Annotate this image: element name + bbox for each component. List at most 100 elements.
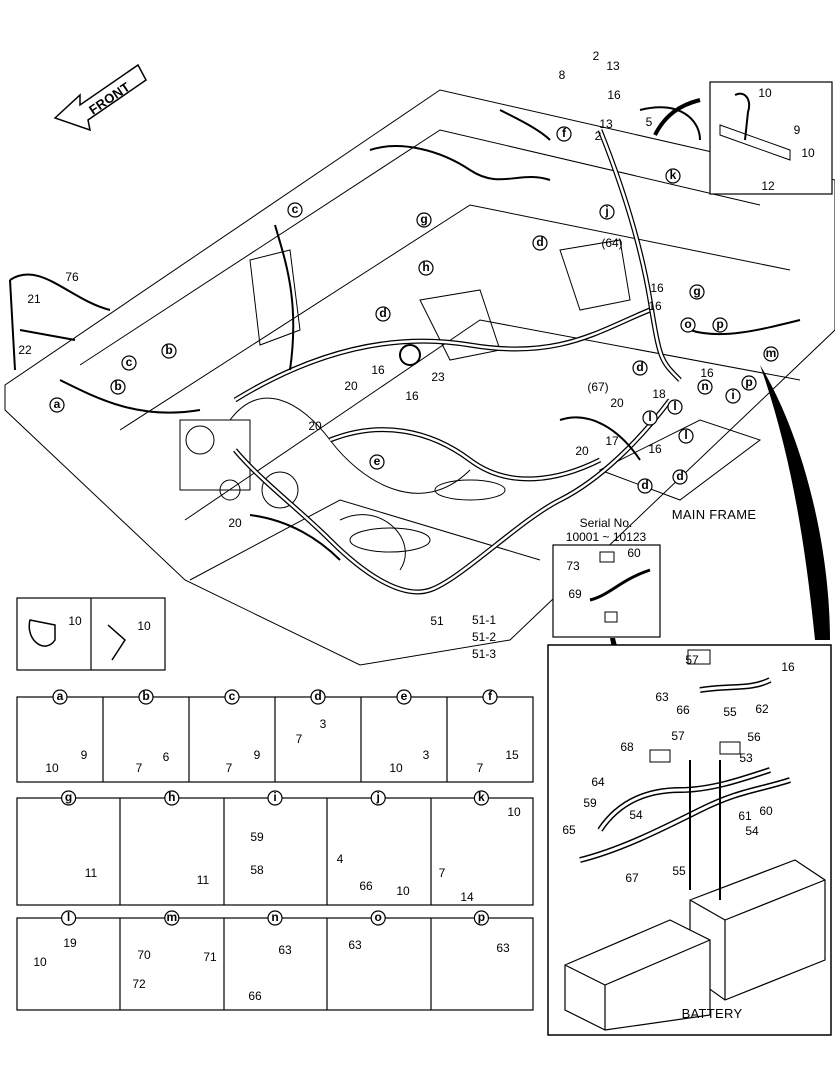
- grid-part-number: 15: [505, 748, 519, 762]
- callout-letter-circle: [667, 399, 683, 415]
- grid-cell-letter: c: [229, 689, 236, 703]
- callout-letter-circle: [665, 168, 681, 184]
- battery-label: BATTERY: [682, 1006, 743, 1021]
- callout-letter: m: [766, 346, 777, 360]
- grid-cell-letter-circle: [267, 790, 283, 806]
- callout-letter-circle: [532, 235, 548, 251]
- grid-part-number: 63: [496, 941, 510, 955]
- inset-serial: Serial No. 10001 ~ 10123: [552, 516, 661, 638]
- callout-letter-circle: [763, 346, 779, 362]
- callout-letter: d: [536, 235, 543, 249]
- battery-callout: 56: [747, 730, 761, 744]
- callout-number: 16: [405, 389, 419, 403]
- serial-callout: 60: [627, 546, 641, 560]
- callout-letter: l: [673, 399, 676, 413]
- callout-letter-circle: [369, 454, 385, 470]
- callout-letter: b: [165, 343, 172, 357]
- callout-letter-circle: [712, 317, 728, 333]
- callout-number: 21: [27, 292, 41, 306]
- grid-cell-letter-circle: [482, 689, 498, 705]
- battery-callout: 66: [676, 703, 690, 717]
- callout-letter: c: [126, 355, 133, 369]
- battery-callout: 57: [685, 653, 699, 667]
- callout-number: 17: [605, 434, 619, 448]
- grid-part-number: 72: [132, 977, 146, 991]
- battery-callout: 54: [629, 808, 643, 822]
- grid-cell-letter: l: [67, 910, 70, 924]
- grid-cell-letter-circle: [164, 790, 180, 806]
- grid-part-number: 10: [389, 761, 403, 775]
- callout-letter: k: [670, 168, 677, 182]
- detail-clamps-box: [16, 597, 166, 671]
- callout-number: 20: [344, 379, 358, 393]
- callout-letter: d: [676, 469, 683, 483]
- callout-number: 16: [607, 88, 621, 102]
- battery-callout: 67: [625, 871, 639, 885]
- serial-callout: 73: [566, 559, 580, 573]
- grid-part-number: 70: [137, 948, 151, 962]
- callout-letter: d: [636, 360, 643, 374]
- battery-callout: 55: [672, 864, 686, 878]
- callout-number: 13: [599, 117, 613, 131]
- grid-cell-letter-circle: [473, 910, 489, 926]
- grid-part-number: 10: [33, 955, 47, 969]
- callout-number: 2: [593, 49, 600, 63]
- callout-number: (64): [601, 236, 622, 250]
- grid-part-number: 63: [348, 938, 362, 952]
- grid-part-number: 11: [197, 873, 210, 887]
- grid-part-number: 3: [320, 717, 327, 731]
- battery-callout: 59: [583, 796, 597, 810]
- grid-cell-letter-circle: [164, 910, 180, 926]
- grid-cell-letter: b: [142, 689, 149, 703]
- grid-part-number: 59: [250, 830, 264, 844]
- callout-letter: j: [604, 204, 608, 218]
- callout-letter: g: [693, 284, 700, 298]
- callout-number: 22: [18, 343, 32, 357]
- inset-callout: 9: [794, 123, 801, 137]
- callout-letter-circle: [632, 360, 648, 376]
- battery-callout: 64: [591, 775, 605, 789]
- inset-battery: BATTERY: [547, 644, 832, 1036]
- grid-cell-letter: k: [478, 790, 485, 804]
- callout-letter: l: [684, 428, 687, 442]
- grid-part-number: 11: [85, 866, 98, 880]
- callout-number: 20: [610, 396, 624, 410]
- grid-part-number: 10: [45, 761, 59, 775]
- grid-cell-letter-circle: [370, 910, 386, 926]
- grid-part-number: 7: [296, 732, 303, 746]
- callout-number: 20: [575, 444, 589, 458]
- serial-range: 10001 ~ 10123: [566, 530, 647, 544]
- battery-callout: 68: [620, 740, 634, 754]
- grid-cell-letter: j: [376, 790, 380, 804]
- detail-callout: 10: [68, 614, 82, 628]
- grid-cell-letter-circle: [60, 790, 77, 806]
- callout-letter-circle: [637, 478, 653, 494]
- battery-callout: 55: [723, 705, 737, 719]
- callout-number: 51-2: [472, 630, 496, 644]
- callout-number: 76: [65, 270, 79, 284]
- grid-part-number: 10: [507, 805, 521, 819]
- grid-cell-letter: d: [314, 689, 321, 703]
- callout-letter-circle: [741, 375, 757, 391]
- callout-letter-circle: [672, 469, 688, 485]
- grid-part-number: 58: [250, 863, 264, 877]
- callout-letter-circle: [121, 355, 137, 371]
- serial-callout: 69: [568, 587, 582, 601]
- detail-grid: [16, 696, 534, 1011]
- callout-number: 20: [308, 419, 322, 433]
- battery-callout: 16: [781, 660, 795, 674]
- grid-part-number: 7: [477, 761, 484, 775]
- callout-letter-circle: [110, 379, 126, 395]
- callout-letter-circle: [418, 260, 434, 276]
- callout-letter: l: [648, 410, 651, 424]
- callout-letter: d: [641, 478, 648, 492]
- grid-part-number: 3: [423, 748, 430, 762]
- callout-letter-circle: [642, 410, 658, 426]
- grid-cell-letter: g: [65, 790, 72, 804]
- inset-callout: 12: [761, 179, 775, 193]
- callout-letter: a: [54, 397, 61, 411]
- callout-letter: d: [379, 306, 386, 320]
- callout-number: 51: [430, 614, 444, 628]
- grid-cell-letter-circle: [396, 689, 412, 705]
